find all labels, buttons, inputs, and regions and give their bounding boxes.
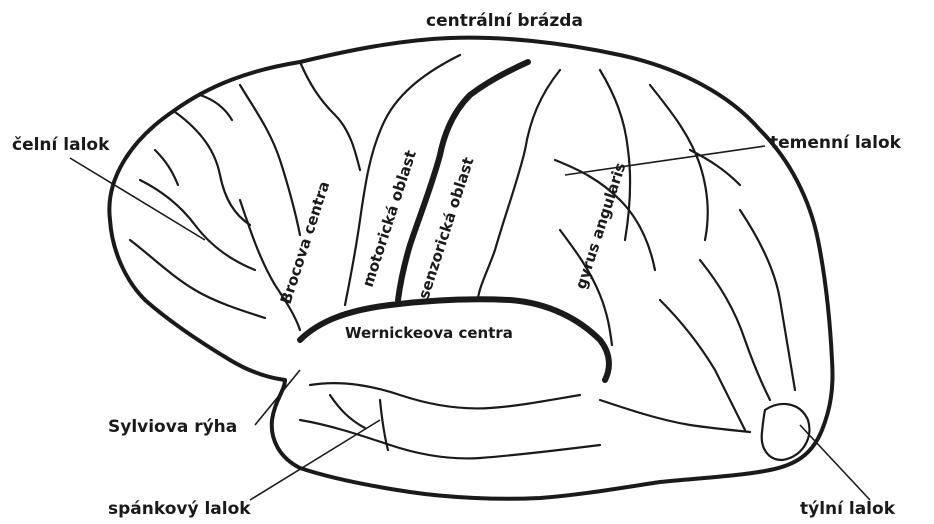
temporal-fold-1 [310,383,580,408]
label-broca: Brocova centra [277,179,334,306]
label-temporal-lobe: spánkový lalok [108,499,251,519]
frontal-fold-3 [300,62,360,170]
parietal-fold-2 [650,85,708,240]
pointer-parietal-lobe [565,146,765,175]
label-sylvian-fissure: Sylviova rýha [108,417,237,437]
temporal-fold-3 [600,400,750,432]
occipital-pole [762,404,810,460]
temporal-fold-2 [300,420,600,458]
label-gyrus-angularis: gyrus angularis [572,160,630,291]
temporal-fold-5 [330,395,365,428]
frontal-fold-7 [155,150,178,185]
postcentral-sulcus-line [478,70,560,298]
occipital-fold-1 [740,210,795,390]
occipital-fold-3 [660,300,745,430]
occipital-fold-2 [700,260,770,400]
pointer-frontal-lobe [70,158,205,240]
label-parietal-lobe: temenní lalok [770,133,902,153]
label-wernicke: Wernickeova centra [345,324,513,342]
frontal-fold-1 [175,112,250,225]
frontal-fold-2 [240,85,300,235]
frontal-fold-4 [140,180,255,270]
label-central-sulcus: centrální brázda [426,11,583,31]
pointer-occipital-lobe [800,425,870,500]
pointer-temporal-lobe [250,420,380,500]
label-sensory-area: senzorická oblast [415,155,478,301]
label-occipital-lobe: týlní lalok [800,499,896,519]
label-frontal-lobe: čelní lalok [12,135,110,155]
frontal-fold-6 [200,95,232,120]
